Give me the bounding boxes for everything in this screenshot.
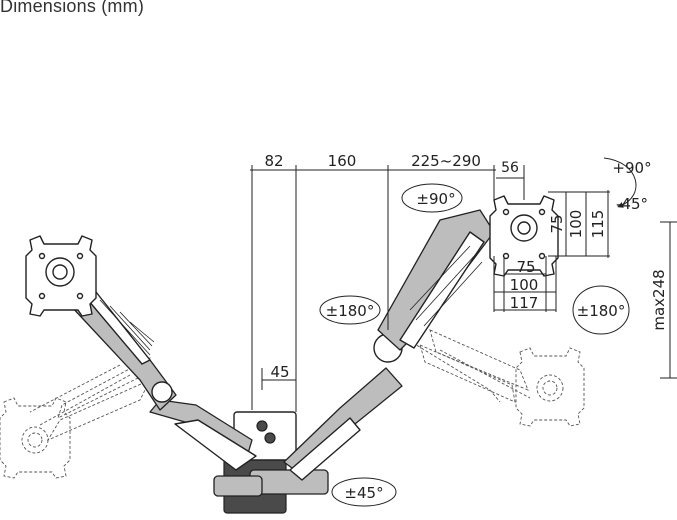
ghost-right-vesa-plate [515,347,585,427]
dim-45-label: 45 [270,363,289,381]
left-vesa-plate [25,235,97,317]
max248-label: max248 [650,269,668,330]
dim-225-290-label: 225~290 [411,152,481,170]
vesa-h100-label: 100 [510,276,539,294]
dim-160-label: 160 [328,152,357,170]
rotation-arrows [319,157,637,507]
vesa-v75-label: 75 [548,214,566,233]
ghost-left-vesa-plate [0,397,71,479]
wall-mount-base [213,411,329,514]
vesa-v100-label: 100 [567,210,585,239]
tilt-down-label: -45° [616,195,648,213]
dim-56-label: 56 [501,160,519,176]
rotate-180-right-label: ±180° [577,302,626,320]
vesa-dimension-lines [493,190,610,312]
vesa-h117-label: 117 [510,294,539,312]
top-dimension-lines [250,165,525,412]
dim-82-label: 82 [264,152,283,170]
wall-45-label: ±45° [344,484,383,502]
swivel-90-label: ±90° [416,190,455,208]
tilt-up-label: +90° [612,159,651,177]
diagram-title: Dimensions (mm) [0,0,145,16]
vesa-v115-label: 115 [589,210,607,239]
ghost-left-arm [0,357,151,479]
left-arm [25,235,257,471]
ghost-right-arm [399,329,585,427]
rotate-180-left-label: ±180° [326,302,375,320]
right-arm [283,195,559,481]
vesa-h75-label: 75 [516,258,535,276]
right-vesa-plate [489,195,559,277]
